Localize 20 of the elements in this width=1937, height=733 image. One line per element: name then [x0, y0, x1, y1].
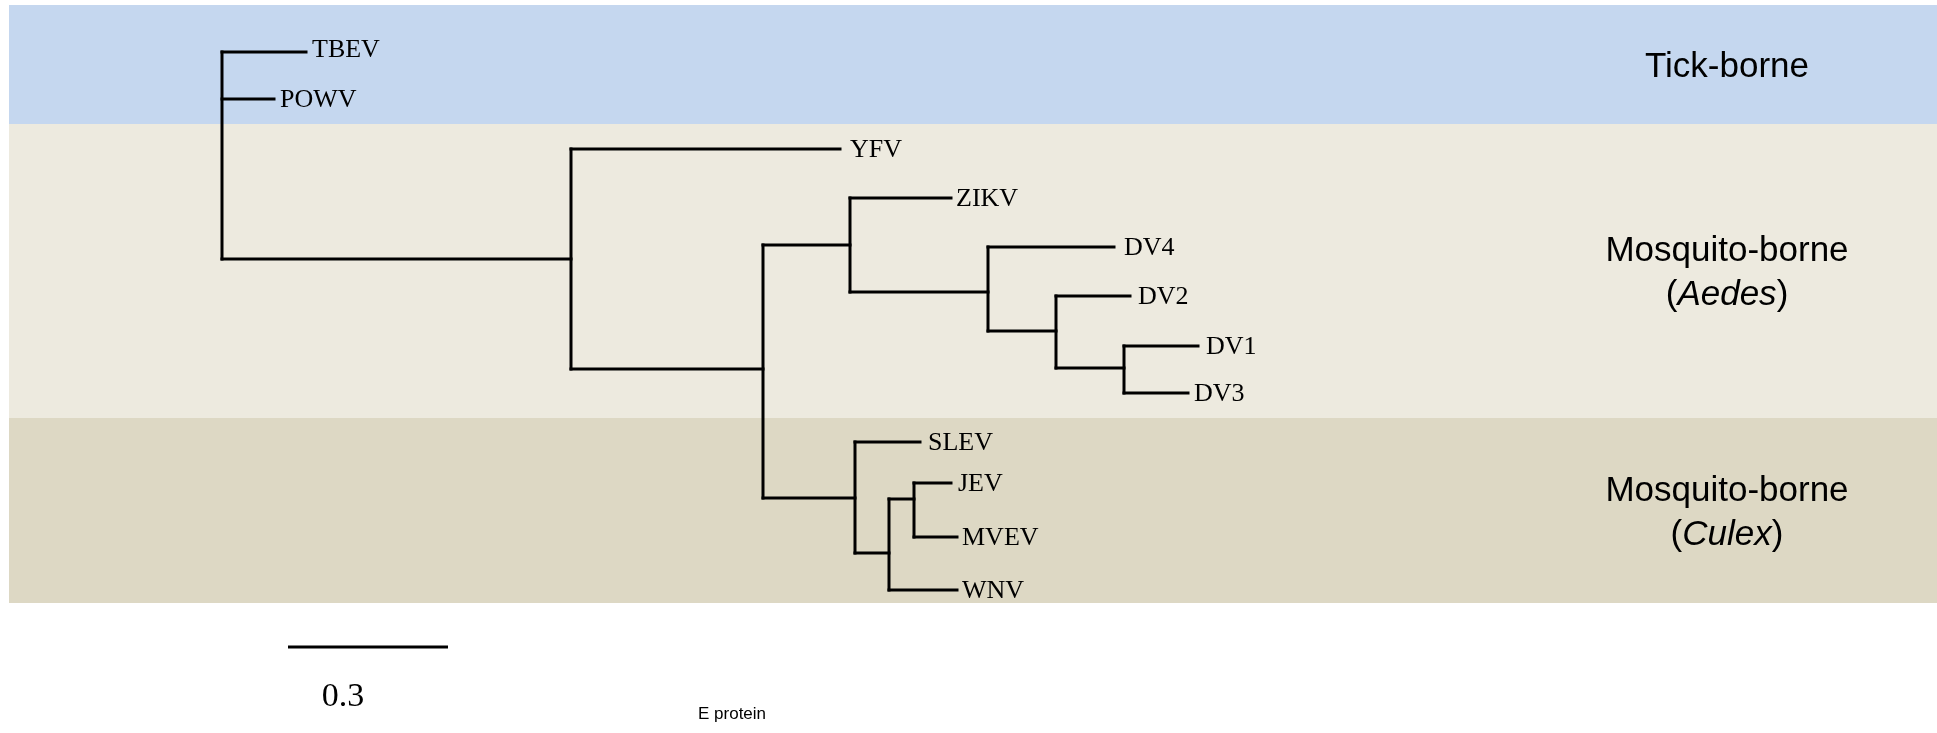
clade-label: Mosquito-borne (Aedes) [1604, 228, 1850, 314]
clade-band [9, 124, 1937, 418]
taxon-label: JEV [958, 468, 1003, 498]
taxon-label: SLEV [928, 427, 993, 457]
caption-text: E protein [698, 704, 767, 724]
taxon-label: WNV [962, 575, 1025, 605]
clade-band [9, 418, 1937, 603]
taxon-label: DV3 [1194, 378, 1245, 408]
clade-label: Mosquito-borne (Culex) [1604, 467, 1850, 554]
taxon-label: DV4 [1124, 232, 1175, 262]
taxon-label: YFV [850, 134, 902, 164]
clade-band [9, 5, 1937, 124]
taxon-label: ZIKV [956, 183, 1019, 213]
taxon-label: TBEV [312, 34, 380, 64]
taxon-label: POWV [280, 84, 357, 114]
taxon-label: MVEV [962, 522, 1039, 552]
scale-label: 0.3 [321, 675, 365, 715]
clade-label: Tick-borne [1645, 43, 1809, 86]
taxon-label: DV2 [1138, 281, 1189, 311]
taxon-label: DV1 [1206, 331, 1257, 361]
